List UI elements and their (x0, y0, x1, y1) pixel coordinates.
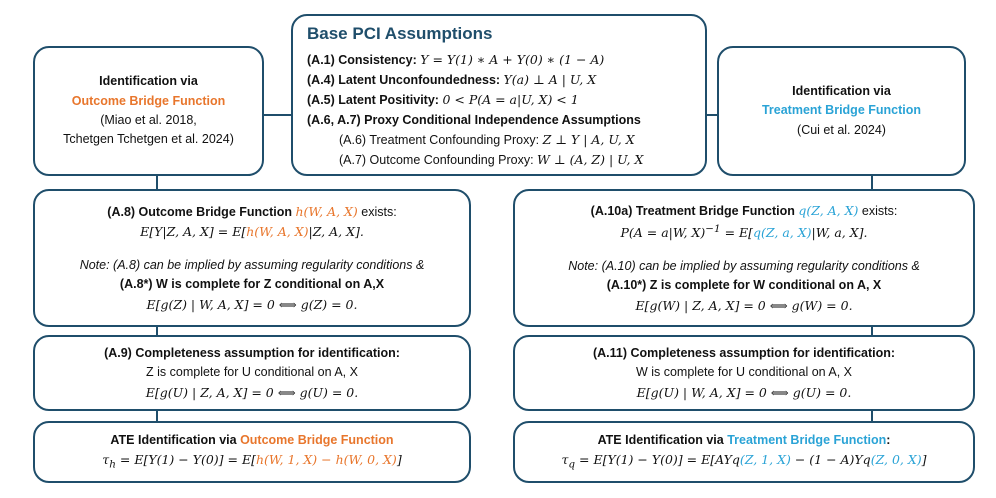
ate-outcome-fn: Outcome Bridge Function (240, 432, 394, 447)
a10-eq-fn: q(Z, a, X) (753, 225, 812, 241)
a1-eq: Y = Y(1) ∗ A + Y(0) ∗ (1 − A) (420, 51, 605, 67)
ate-outcome-post: ] (396, 452, 402, 468)
a4-label: (A.4) Latent Unconfoundedness: (307, 72, 501, 87)
a10-label: (A.10a) Treatment Bridge Function (590, 203, 795, 218)
tau-h: τ (102, 452, 110, 468)
a8-eq-post: |Z, A, X]. (308, 224, 364, 240)
a10-box: (A.10a) Treatment Bridge Function q(Z, A… (513, 189, 975, 327)
a8-exists: exists: (361, 205, 397, 220)
a1-label: (A.1) Consistency: (307, 52, 417, 67)
a10-title-row: (A.10a) Treatment Bridge Function q(Z, A… (591, 201, 898, 221)
a9-box: (A.9) Completeness assumption for identi… (33, 335, 471, 411)
a11-box: (A.11) Completeness assumption for ident… (513, 335, 975, 411)
outcome-id-cite1: (Miao et al. 2018, (100, 113, 197, 127)
a8-note: Note: (A.8) can be implied by assuming r… (79, 257, 425, 272)
ate-treatment-mid: = E[Y(1) − Y(0)] = E[AYq (575, 452, 740, 468)
a8-eq: E[Y|Z, A, X] = E[h(W, A, X)|Z, A, X]. (140, 222, 364, 241)
a6-row: (A.6) Treatment Confounding Proxy: Z ⊥ Y… (307, 130, 635, 150)
connector-base-right (706, 114, 718, 116)
a10-eq-mid: = E[ (720, 225, 754, 241)
a7-eq: W ⊥ (A, Z) | U, X (537, 151, 644, 167)
treatment-id-cite1: (Cui et al. 2024) (797, 122, 886, 137)
ate-treatment-post: ] (921, 452, 927, 468)
a11-eq: E[g(U) | W, A, X] = 0 ⟺ g(U) = 0. (636, 384, 852, 400)
a8s-eq: E[g(Z) | W, A, X] = 0 ⟺ g(Z) = 0. (146, 296, 358, 312)
ate-outcome-box: ATE Identification via Outcome Bridge Fu… (33, 421, 471, 483)
outcome-id-line1: Identification via (99, 74, 198, 89)
ate-outcome-mid: = E[Y(1) − Y(0)] = E[ (115, 452, 256, 468)
a67-label: (A.6, A.7) Proxy Conditional Independenc… (307, 112, 641, 127)
ate-treatment-title: ATE Identification via Treatment Bridge … (598, 431, 891, 450)
a10-exists: exists: (861, 203, 898, 218)
a8-eq-fn: h(W, A, X) (246, 224, 309, 240)
a10-fn: q(Z, A, X) (798, 202, 859, 218)
a7-row: (A.7) Outcome Confounding Proxy: W ⊥ (A,… (307, 150, 643, 170)
a5-label: (A.5) Latent Positivity: (307, 92, 439, 107)
a4-row: (A.4) Latent Unconfoundedness: Y(a) ⊥ A … (307, 70, 596, 90)
outcome-id-cite2: Tchetgen Tchetgen et al. 2024) (63, 132, 234, 147)
ate-treatment-colon: : (886, 432, 891, 447)
ate-outcome-eq-fn: h(W, 1, X) − h(W, 0, X) (255, 452, 397, 468)
ate-treatment-box: ATE Identification via Treatment Bridge … (513, 421, 975, 483)
a10-eq: P(A = a|W, X)−1 = E[q(Z, a, X)|W, a, X]. (620, 221, 867, 243)
a8-eq-pre: E[Y|Z, A, X] = E[ (140, 224, 247, 240)
a4-eq: Y(a) ⊥ A | U, X (503, 71, 597, 87)
ate-treatment-fn1: (Z, 1, X) (739, 452, 791, 468)
base-pci-box: Base PCI Assumptions (A.1) Consistency: … (291, 14, 707, 176)
a5-eq: 0 < P(A = a|U, X) < 1 (442, 91, 579, 107)
a8-title-row: (A.8) Outcome Bridge Function h(W, A, X)… (107, 202, 396, 222)
ate-treatment-pre: ATE Identification via (597, 432, 724, 447)
treatment-id-line1: Identification via (792, 83, 891, 98)
connector-left-2 (156, 326, 158, 336)
a6-eq: Z ⊥ Y | A, U, X (542, 131, 635, 147)
a10s-eq: E[g(W) | Z, A, X] = 0 ⟺ g(W) = 0. (635, 297, 853, 313)
a9-label: (A.9) Completeness assumption for identi… (104, 345, 400, 360)
base-title: Base PCI Assumptions (307, 24, 493, 44)
connector-left-3 (156, 410, 158, 422)
a10s-label: (A.10*) Z is complete for W conditional … (606, 278, 882, 293)
tau-q-sub: q (568, 458, 576, 471)
a6-label: (A.6) Treatment Confounding Proxy: (339, 132, 540, 147)
a10-note: Note: (A.10) can be implied by assuming … (568, 258, 920, 273)
ate-outcome-eq: τh = E[Y(1) − Y(0)] = E[h(W, 1, X) − h(W… (102, 450, 401, 473)
outcome-identification-box: Identification via Outcome Bridge Functi… (33, 46, 264, 176)
connector-right-2 (871, 326, 873, 336)
a10-eq-post: |W, a, X]. (811, 225, 868, 241)
a9-text: Z is complete for U conditional on A, X (146, 365, 358, 380)
a8-label: (A.8) Outcome Bridge Function (107, 205, 293, 220)
a9-eq: E[g(U) | Z, A, X] = 0 ⟺ g(U) = 0. (145, 384, 359, 400)
a10-eq-pre: P(A = a|W, X) (620, 225, 706, 241)
a11-label: (A.11) Completeness assumption for ident… (592, 345, 896, 360)
a10-eq-sup: −1 (705, 223, 721, 236)
a7-label: (A.7) Outcome Confounding Proxy: (339, 152, 534, 167)
treatment-identification-box: Identification via Treatment Bridge Func… (717, 46, 966, 176)
tau-q: τ (561, 452, 569, 468)
connector-right-3 (871, 410, 873, 422)
a5-row: (A.5) Latent Positivity: 0 < P(A = a|U, … (307, 90, 579, 110)
ate-treatment-mid2: − (1 − A)Yq (790, 452, 871, 468)
a8-box: (A.8) Outcome Bridge Function h(W, A, X)… (33, 189, 471, 327)
a11-text: W is complete for U conditional on A, X (635, 365, 853, 380)
connector-right-1 (871, 176, 873, 190)
outcome-id-line2: Outcome Bridge Function (71, 93, 226, 108)
ate-outcome-pre: ATE Identification via (110, 432, 237, 447)
connector-base-left (263, 114, 292, 116)
a8s-label: (A.8*) W is complete for Z conditional o… (119, 277, 385, 292)
tau-h-sub: h (109, 458, 116, 471)
a8-fn: h(W, A, X) (295, 204, 358, 220)
ate-treatment-fn2: (Z, 0, X) (870, 452, 922, 468)
connector-left-1 (156, 176, 158, 190)
ate-treatment-fn: Treatment Bridge Function (727, 432, 887, 447)
a1-row: (A.1) Consistency: Y = Y(1) ∗ A + Y(0) ∗… (307, 50, 604, 70)
ate-outcome-title: ATE Identification via Outcome Bridge Fu… (110, 431, 393, 450)
ate-treatment-eq: τq = E[Y(1) − Y(0)] = E[AYq(Z, 1, X) − (… (561, 450, 926, 473)
treatment-id-line2: Treatment Bridge Function (761, 103, 922, 118)
